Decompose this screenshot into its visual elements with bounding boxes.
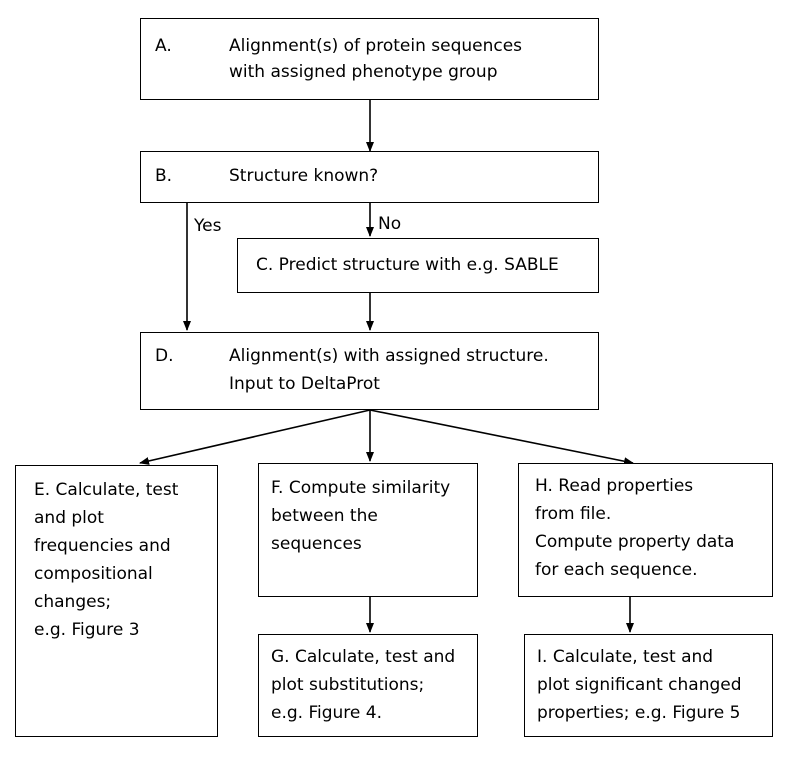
edge-label-yes: Yes xyxy=(194,216,222,236)
box-h-properties: H. Read properties from file. Compute pr… xyxy=(518,463,773,597)
box-c-text: C. Predict structure with e.g. SABLE xyxy=(256,255,559,275)
edge-label-no: No xyxy=(378,214,402,234)
box-d-letter: D. xyxy=(155,346,174,366)
box-e-frequencies: E. Calculate, test and plot frequencies … xyxy=(15,465,218,737)
box-h-text: H. Read properties from file. Compute pr… xyxy=(535,476,735,580)
arrow-d-to-h xyxy=(369,409,634,466)
box-g-text: G. Calculate, test and plot substitution… xyxy=(271,647,456,723)
box-b-structure-known: B. Structure known? xyxy=(140,151,599,203)
box-e-text: E. Calculate, test and plot frequencies … xyxy=(34,480,179,640)
box-b-question: Structure known? xyxy=(229,166,379,186)
box-f-text: F. Compute similarity between the sequen… xyxy=(271,478,451,554)
box-d-alignment-with-structure: D. Alignment(s) with assigned structure.… xyxy=(140,332,599,410)
box-a-line-1: Alignment(s) of protein sequences xyxy=(229,36,523,56)
box-a-letter: A. xyxy=(155,36,172,56)
box-i-text: I. Calculate, test and plot significant … xyxy=(537,647,742,723)
box-g-substitutions: G. Calculate, test and plot substitution… xyxy=(258,634,478,737)
box-a-line-2: with assigned phenotype group xyxy=(229,62,498,82)
box-d-line-2: Input to DeltaProt xyxy=(229,374,380,394)
box-d-line-1: Alignment(s) with assigned structure. xyxy=(229,346,549,366)
box-b-letter: B. xyxy=(155,166,173,186)
box-i-changed-properties: I. Calculate, test and plot significant … xyxy=(524,634,773,737)
box-a-alignment-input: A. Alignment(s) of protein sequences wit… xyxy=(140,18,599,100)
arrow-d-to-e xyxy=(139,409,371,465)
box-f-similarity: F. Compute similarity between the sequen… xyxy=(258,463,478,597)
box-c-predict-structure: C. Predict structure with e.g. SABLE xyxy=(237,238,599,293)
